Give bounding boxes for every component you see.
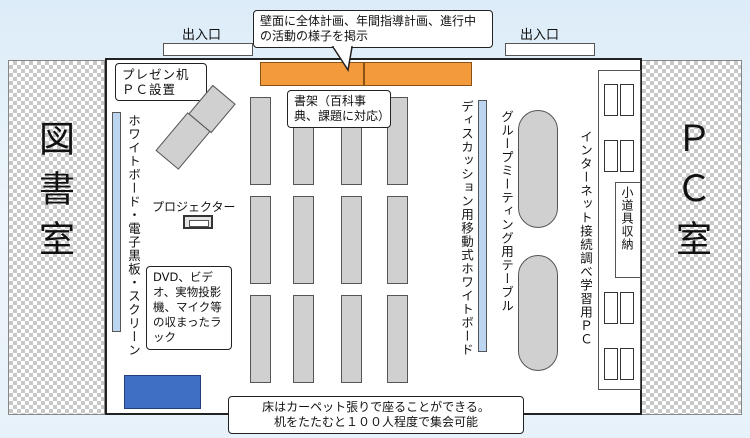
pc-bottom-2 bbox=[620, 292, 634, 324]
small-tools-box bbox=[615, 182, 641, 278]
desk-col1-row1 bbox=[250, 97, 271, 185]
projector-label: プロジェクター bbox=[152, 200, 236, 214]
desk-col2-row3 bbox=[293, 295, 314, 383]
presentation-pc-callout: プレゼン机 ＰＣ設置 bbox=[115, 63, 207, 101]
whiteboard-strip bbox=[112, 112, 121, 332]
internet-pc-label: インターネット接続調べ学習用ＰＣ bbox=[578, 130, 593, 346]
desk-col4-row3 bbox=[387, 295, 408, 383]
pc-bottom-3 bbox=[604, 348, 618, 380]
group-table-label: グループミーティング用テーブル bbox=[499, 110, 514, 313]
discussion-whiteboard bbox=[478, 100, 487, 352]
desk-col3-row3 bbox=[341, 295, 362, 383]
right-entrance-label: 出入口 bbox=[520, 28, 560, 43]
pc-top-3 bbox=[604, 140, 618, 172]
left-entrance-marker bbox=[163, 43, 253, 56]
desk-col2-row2 bbox=[293, 196, 314, 284]
floor-callout: 床はカーペット張りで座ることができる。 机をたたむと１００人程度で集会可能 bbox=[228, 396, 524, 434]
floor-callout-line2: 机をたたむと１００人程度で集会可能 bbox=[273, 415, 478, 429]
pc-room-area bbox=[641, 60, 742, 415]
projector-icon bbox=[183, 215, 213, 229]
floor-callout-line1: 床はカーペット張りで座ることができる。 bbox=[262, 400, 490, 414]
pc-bottom-1 bbox=[604, 292, 618, 324]
desk-col3-row2 bbox=[341, 196, 362, 284]
whiteboard-label: ホワイトボード・電子黒板・スクリーン bbox=[126, 114, 141, 357]
group-table-bottom bbox=[518, 255, 558, 371]
library-area bbox=[8, 60, 105, 415]
group-table-top bbox=[518, 110, 558, 228]
library-label: 図書室 bbox=[33, 120, 74, 270]
pc-bottom-4 bbox=[620, 348, 634, 380]
pc-top-2 bbox=[620, 84, 634, 116]
small-tools-label: 小道具収納 bbox=[620, 186, 634, 251]
bookshelf-right bbox=[364, 62, 472, 86]
desk-col4-row1 bbox=[387, 97, 408, 185]
rack-callout: DVD、ビデオ、実物投影機、マイク等の収まったラック bbox=[146, 266, 232, 350]
pc-top-4 bbox=[620, 140, 634, 172]
media-rack bbox=[124, 375, 201, 409]
desk-col1-row2 bbox=[250, 196, 271, 284]
right-entrance-marker bbox=[505, 43, 595, 56]
discussion-whiteboard-label: ディスカッション用移動式ホワイトボード bbox=[459, 100, 474, 357]
desk-col4-row2 bbox=[387, 196, 408, 284]
pc-room-label: ＰＣ室 bbox=[670, 120, 711, 270]
pc-top-1 bbox=[604, 84, 618, 116]
wall-callout: 壁面に全体計画、年間指導計画、進行中の活動の様子を掲示 bbox=[253, 10, 493, 48]
bookshelf-callout: 書架（百科事典、課題に対応） bbox=[287, 90, 391, 128]
desk-col1-row3 bbox=[250, 295, 271, 383]
left-entrance-label: 出入口 bbox=[182, 28, 222, 43]
